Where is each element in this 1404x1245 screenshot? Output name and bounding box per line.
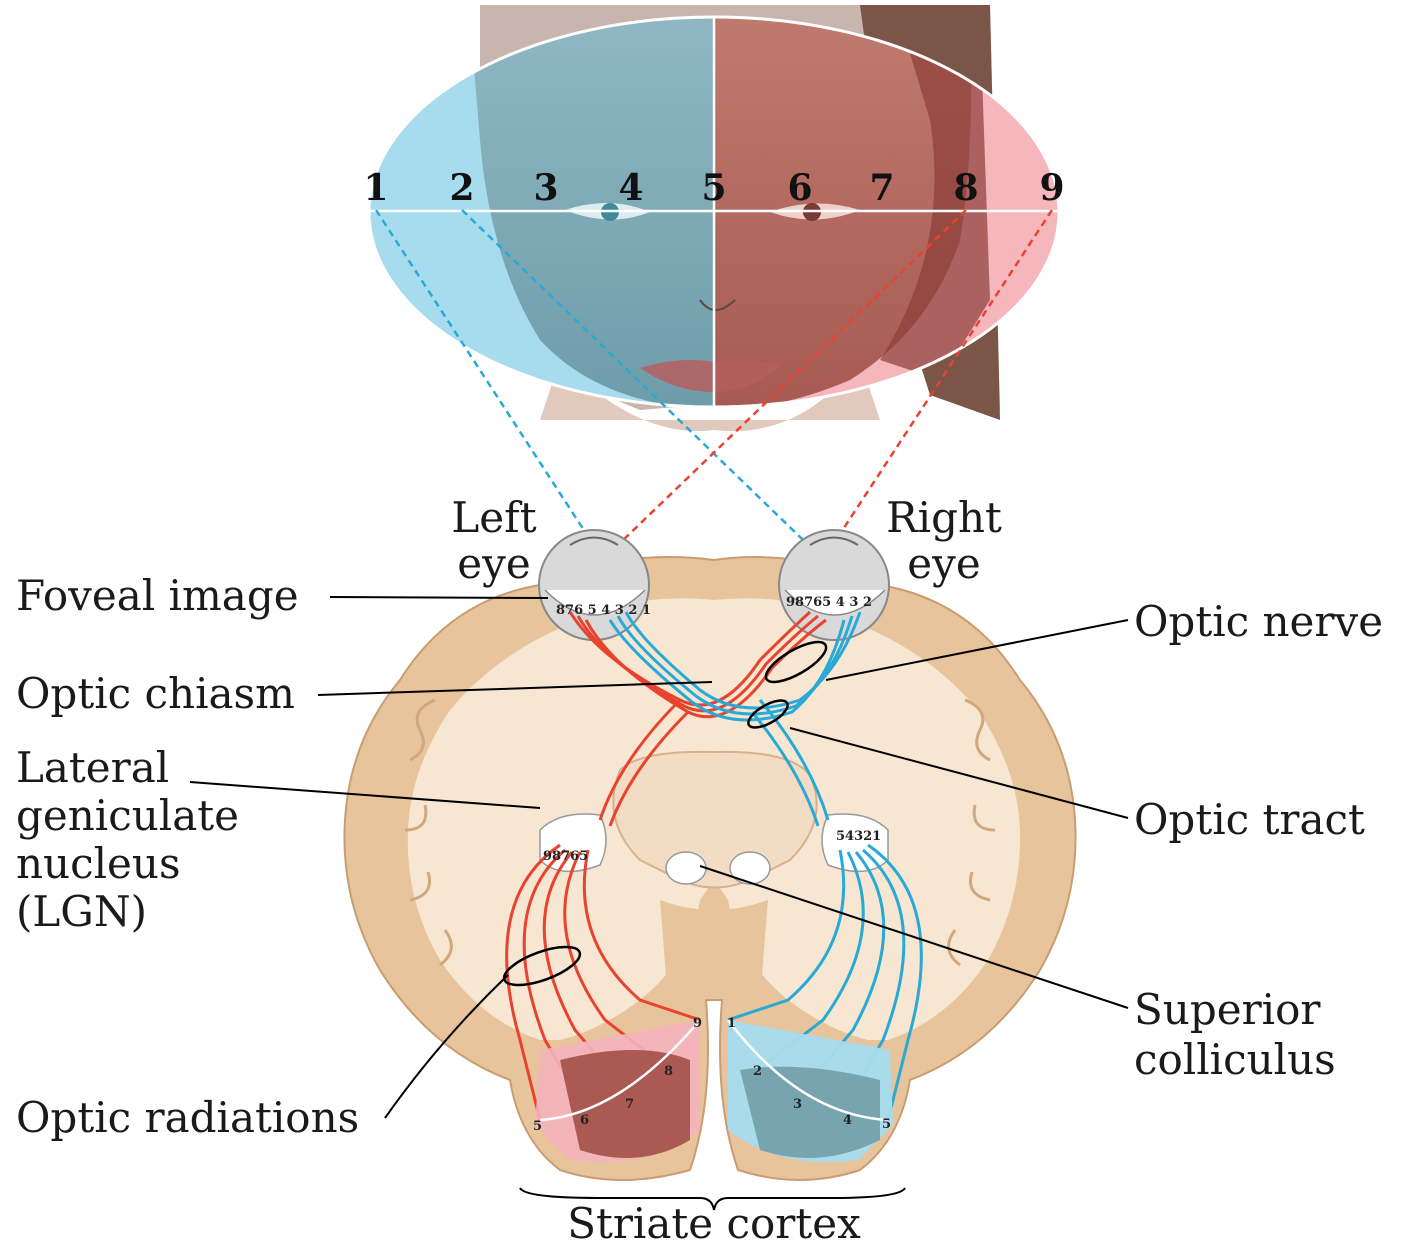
cortex-right-4: 4 (843, 1113, 852, 1128)
lgn-label-line2: geniculate (16, 791, 239, 840)
field-number-1: 1 (363, 167, 388, 209)
cortex-left-7: 7 (625, 1097, 634, 1112)
field-number-5: 5 (701, 167, 726, 209)
optic-chiasm-label: Optic chiasm (16, 669, 295, 718)
lgn-label-line3: nucleus (16, 839, 181, 888)
superior-colliculus-left (666, 852, 706, 884)
left-eye-label-line2: eye (457, 539, 530, 588)
right-retina-numbers: 98765 4 3 2 (786, 595, 872, 610)
right-lgn-numbers: 54321 (836, 829, 881, 844)
cortex-right-2: 2 (753, 1064, 762, 1079)
cortex-left-9: 9 (693, 1016, 702, 1031)
cortex-right-1: 1 (727, 1016, 736, 1031)
field-number-7: 7 (869, 167, 894, 209)
optic-radiations-label: Optic radiations (16, 1093, 359, 1142)
field-number-2: 2 (449, 167, 474, 209)
cortex-left-8: 8 (664, 1064, 673, 1079)
cortex-right-3: 3 (793, 1097, 802, 1112)
foveal-image-label: Foveal image (16, 571, 299, 620)
superior-colliculus-right (730, 852, 770, 884)
optic-tract-label: Optic tract (1134, 795, 1365, 844)
lgn-label-line1: Lateral (16, 743, 169, 792)
cortex-right-5: 5 (882, 1117, 891, 1132)
superior-colliculus-label-line2: colliculus (1134, 1035, 1336, 1084)
left-lgn-numbers: 98765 (543, 849, 588, 864)
field-number-3: 3 (533, 167, 558, 209)
field-number-6: 6 (787, 167, 812, 209)
left-retina-numbers: 876 5 4 3 2 1 (556, 603, 651, 618)
field-number-4: 4 (618, 167, 643, 209)
field-number-8: 8 (953, 167, 978, 209)
superior-colliculus-label-line1: Superior (1134, 985, 1321, 1034)
left-eye-label-line1: Left (451, 493, 536, 542)
field-number-labels: 1 2 3 4 5 6 7 8 9 (363, 167, 1064, 209)
lgn-label-line4: (LGN) (16, 887, 147, 936)
optic-nerve-label: Optic nerve (1134, 597, 1383, 646)
right-eye-label-line1: Right (886, 493, 1002, 542)
cortex-left-5: 5 (533, 1119, 542, 1134)
striate-cortex-label: Striate cortex (567, 1199, 861, 1245)
cortex-left-6: 6 (580, 1113, 589, 1128)
right-eye-label-line2: eye (907, 539, 980, 588)
field-number-9: 9 (1039, 167, 1064, 209)
